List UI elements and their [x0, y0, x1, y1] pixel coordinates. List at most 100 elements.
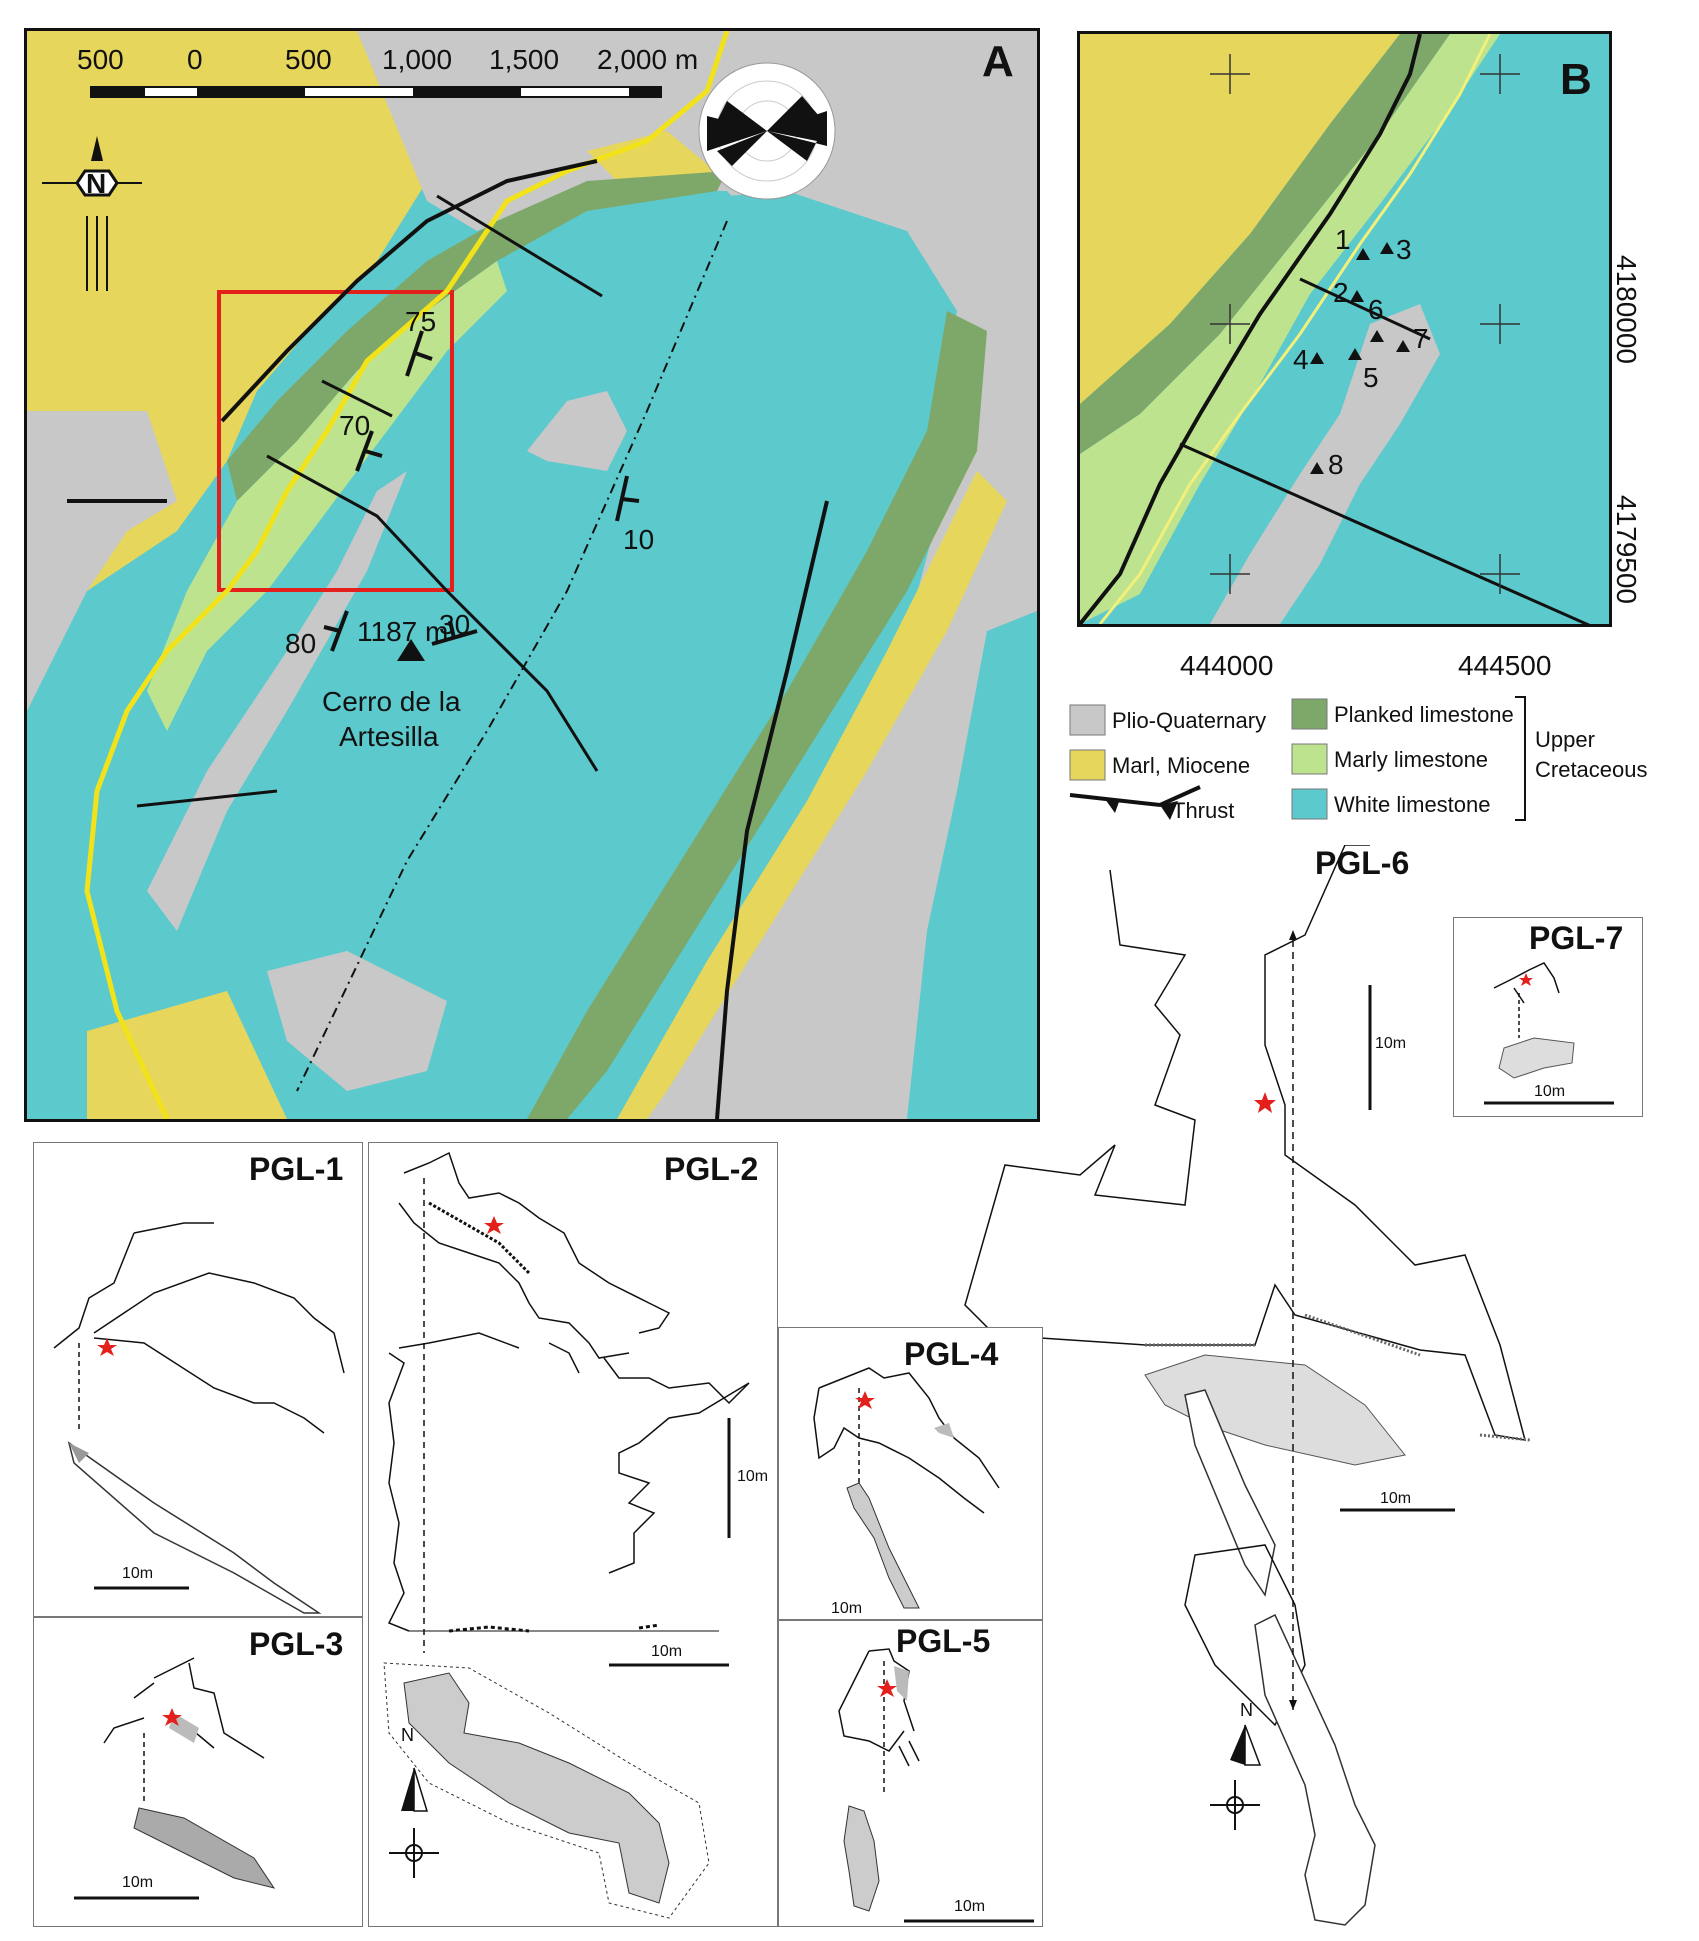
- site-6: 6: [1368, 294, 1384, 325]
- marly-limestone-band: [147, 261, 507, 731]
- geologic-map-a: 500 0 500 1,000 1,500 2,000 m A N 75 70 …: [27, 31, 1037, 1119]
- scale-label-4: 1,500: [489, 44, 559, 75]
- pgl1-title: PGL-1: [249, 1151, 344, 1187]
- cave-pgl7: PGL-7 10m: [1453, 917, 1643, 1117]
- pgl2-title: PGL-2: [664, 1151, 759, 1187]
- inset-frame: [217, 290, 454, 592]
- legend-plio: Plio-Quaternary: [1112, 708, 1267, 733]
- fault-1: [436, 194, 603, 298]
- cave-pgl2: PGL-2 10m 10m N: [368, 1142, 778, 1927]
- rose-diagram: [698, 62, 836, 200]
- pgl6-survey: [964, 845, 1531, 1926]
- site-4: 4: [1293, 344, 1309, 375]
- geologic-map-b: 1 2 3 4 5 6 7 8 B: [1080, 34, 1609, 624]
- dip-symbols: [323, 330, 640, 652]
- pgl5-survey: [838, 1648, 1034, 1923]
- summit-name-line1: Cerro de la: [322, 686, 461, 717]
- dip-70: 70: [339, 410, 370, 441]
- scale-label-5: 2,000 m: [597, 44, 698, 75]
- map-panel-b: 1 2 3 4 5 6 7 8 B: [1077, 31, 1612, 627]
- panel-b-letter: B: [1560, 55, 1592, 104]
- fault-b-2: [1179, 442, 1591, 624]
- easting-label-2: 444500: [1458, 650, 1552, 681]
- plio-patch-south: [267, 951, 447, 1091]
- pgl3-scale: 10m: [122, 1874, 154, 1891]
- summit-triangle: [397, 639, 425, 661]
- pgl6-scale-h: 10m: [1380, 1490, 1412, 1507]
- legend-planked: Planked limestone: [1334, 702, 1514, 727]
- cave-pgl3: PGL-3 10m: [33, 1617, 363, 1927]
- panel-a-letter: A: [982, 37, 1014, 86]
- cave-pgl6: PGL-6 10m 10m N: [945, 845, 1660, 1935]
- scale-label-2: 500: [285, 44, 332, 75]
- plio-quaternary-area-w: [27, 411, 177, 711]
- summit-name-line2: Artesilla: [339, 721, 439, 752]
- scale-label-0: 500: [77, 44, 124, 75]
- dip-10: 10: [623, 524, 654, 555]
- legend-marl: Marl, Miocene: [1112, 753, 1251, 778]
- legend-swatches: [1069, 696, 1526, 821]
- site-8: 8: [1328, 449, 1344, 480]
- legend-group-line2: Cretaceous: [1535, 757, 1648, 782]
- pgl5-title: PGL-5: [896, 1623, 991, 1659]
- road-b: [1098, 34, 1492, 624]
- fault-2: [321, 379, 393, 418]
- pgl7-title: PGL-7: [1529, 920, 1624, 956]
- plio-band-b: [1210, 304, 1440, 624]
- easting-label-1: 444000: [1180, 650, 1274, 681]
- pgl4-survey: [813, 1367, 1000, 1609]
- pgl6-scale-v: 10m: [1375, 1035, 1407, 1052]
- cave-pgl4: PGL-4 10m: [778, 1327, 1043, 1620]
- dip-80: 80: [285, 628, 316, 659]
- pgl4-title: PGL-4: [904, 1336, 999, 1372]
- pgl6-title: PGL-6: [1315, 845, 1410, 881]
- dip-75: 75: [405, 306, 436, 337]
- site-5: 5: [1363, 362, 1379, 393]
- pgl7-scale: 10m: [1534, 1083, 1566, 1100]
- pgl3-survey: [74, 1657, 276, 1900]
- pgl6-north: N: [1240, 1700, 1253, 1720]
- scale-bar: [90, 86, 662, 98]
- pgl5-scale: 10m: [954, 1898, 986, 1915]
- fault-b-1: [1299, 277, 1431, 341]
- legend-white: White limestone: [1334, 792, 1491, 817]
- site-7: 7: [1413, 323, 1429, 354]
- planked-limestone-band-nw: [227, 171, 727, 501]
- marly-band-b: [1080, 34, 1500, 624]
- summit-elevation: 1187 m: [357, 616, 448, 647]
- grid-ticks: [1210, 54, 1520, 594]
- legend-group-line1: Upper: [1535, 727, 1595, 752]
- marl-patch-sw: [87, 991, 287, 1119]
- legend-marly: Marly limestone: [1334, 747, 1489, 772]
- pgl7-survey: [1484, 962, 1614, 1105]
- pgl4-scale: 10m: [831, 1600, 863, 1617]
- white-limestone-strip-e: [907, 611, 1037, 1119]
- map-panel-a: 500 0 500 1,000 1,500 2,000 m A N 75 70 …: [24, 28, 1040, 1122]
- northing-label-1: 4180000: [1611, 255, 1642, 365]
- planked-band-b: [1080, 34, 1450, 454]
- marl-band-e: [617, 471, 1007, 1119]
- plio-patch-valley: [147, 471, 407, 931]
- plio-quaternary-area-ne: [357, 31, 1037, 551]
- north-label: N: [86, 168, 106, 199]
- fault-4: [136, 789, 278, 808]
- site-1: 1: [1335, 224, 1351, 255]
- thrust-e: [715, 500, 829, 1119]
- pgl2-scale-v: 10m: [737, 1468, 769, 1485]
- scale-label-3: 1,000: [382, 44, 452, 75]
- scale-label-1: 0: [187, 44, 203, 75]
- plio-patch-central: [527, 391, 627, 471]
- site-markers: [1310, 242, 1410, 474]
- northing-label-2: 4179500: [1611, 495, 1642, 605]
- cave-pgl1: PGL-1 10m: [33, 1142, 363, 1617]
- thrust-nw: [220, 159, 598, 423]
- north-arrow: [42, 136, 142, 291]
- thrust-b: [1080, 34, 1422, 624]
- pgl2-scale-h: 10m: [651, 1643, 683, 1660]
- planked-limestone-band-e: [527, 311, 987, 1119]
- pgl3-title: PGL-3: [249, 1626, 344, 1662]
- pgl2-north: N: [401, 1725, 414, 1745]
- dip-30: 30: [439, 609, 470, 640]
- site-2: 2: [1333, 277, 1349, 308]
- marl-area-b: [1080, 34, 1400, 404]
